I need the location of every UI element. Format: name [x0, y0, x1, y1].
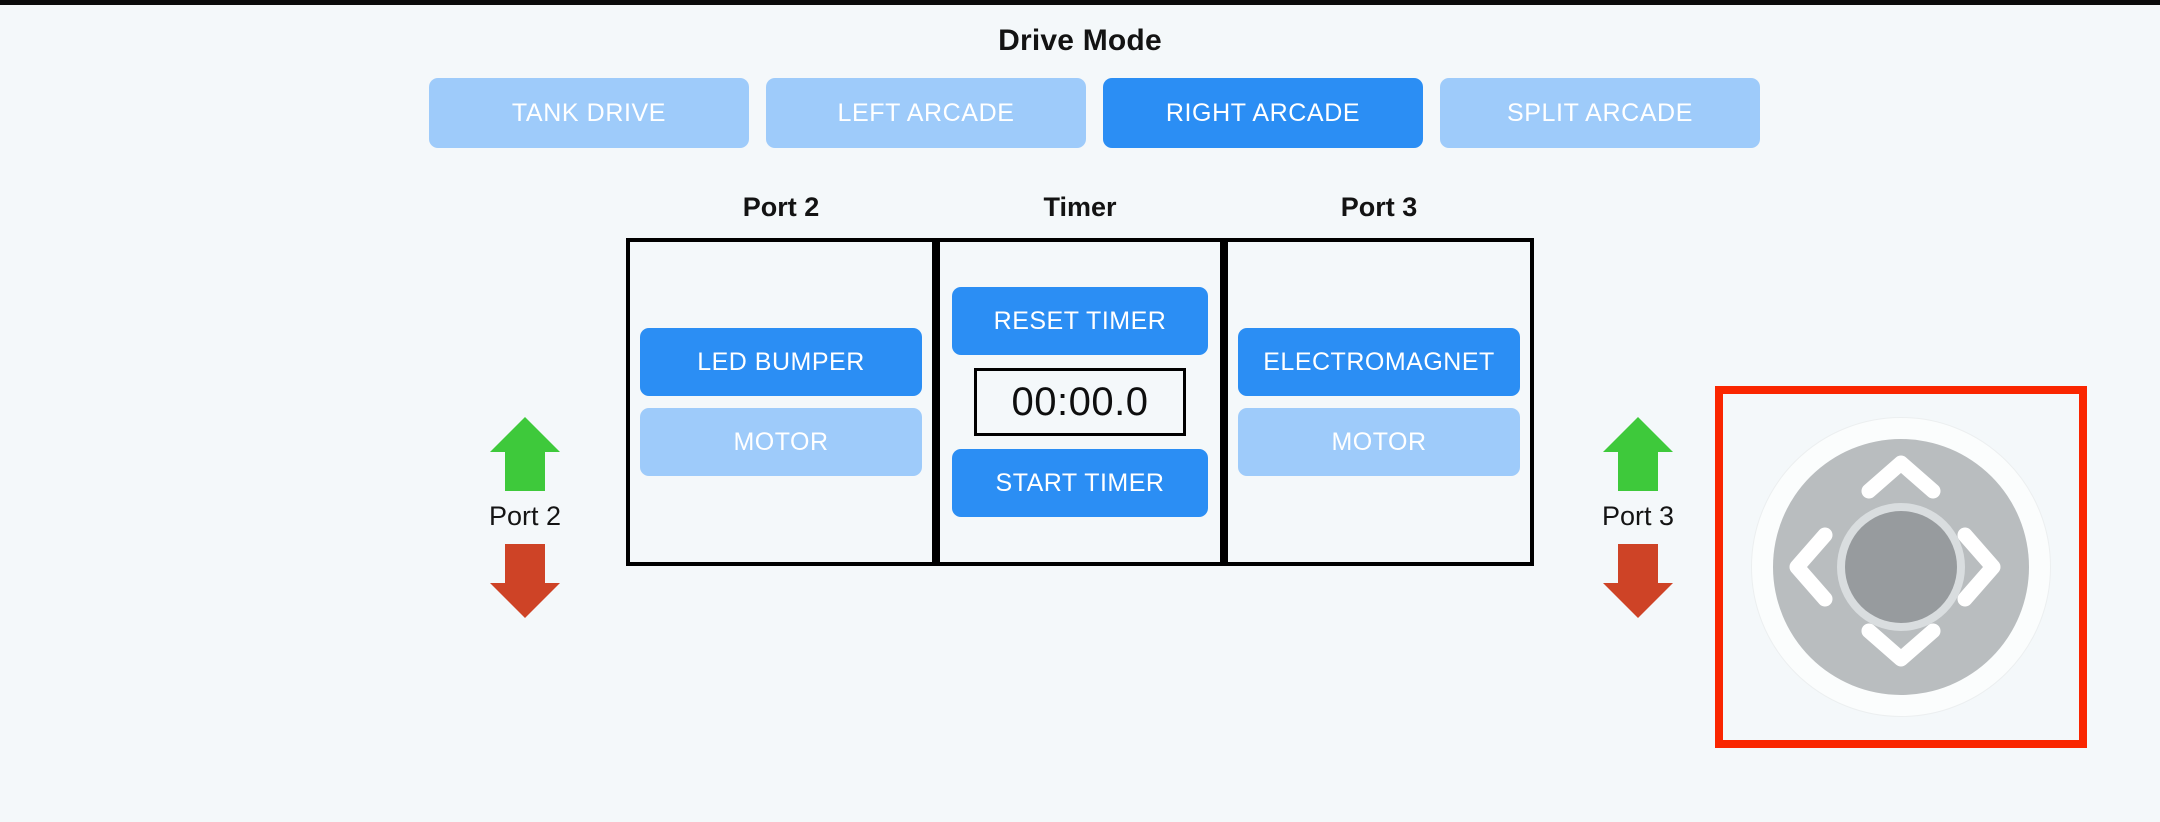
panel-port2: LED BUMPER MOTOR	[626, 238, 936, 566]
dpad-control	[1751, 417, 2051, 717]
port3-motor-button[interactable]: MOTOR	[1238, 408, 1520, 476]
port3-arrow-control: Port 3	[1553, 415, 1723, 620]
port2-arrow-label: Port 2	[488, 501, 562, 531]
port2-led-bumper-button[interactable]: LED BUMPER	[640, 328, 922, 396]
drive-mode-button-group: TANK DRIVE LEFT ARCADE RIGHT ARCADE SPLI…	[429, 78, 1760, 148]
panel-port3: ELECTROMAGNET MOTOR	[1224, 238, 1534, 566]
port3-button-stack: ELECTROMAGNET MOTOR	[1238, 328, 1520, 476]
reset-timer-button[interactable]: RESET TIMER	[952, 287, 1208, 355]
panel-heading-timer: Timer	[1043, 192, 1117, 222]
mode-button-right-arcade[interactable]: RIGHT ARCADE	[1103, 78, 1423, 148]
top-edge-strip	[0, 0, 2160, 5]
control-panel-group: LED BUMPER MOTOR RESET TIMER 00:00.0 STA…	[626, 238, 1534, 566]
port3-arrow-label: Port 3	[1601, 501, 1675, 531]
chevron-right-icon[interactable]	[1957, 527, 2003, 607]
page-title: Drive Mode	[998, 24, 1162, 57]
arrow-down-icon[interactable]	[488, 542, 562, 620]
arrow-down-icon[interactable]	[1601, 542, 1675, 620]
panel-heading-port2: Port 2	[742, 192, 820, 222]
dpad-highlight-frame	[1715, 386, 2087, 748]
panel-timer: RESET TIMER 00:00.0 START TIMER	[936, 238, 1224, 566]
port2-arrow-control: Port 2	[440, 415, 610, 620]
timer-display: 00:00.0	[974, 368, 1186, 436]
arrow-up-icon[interactable]	[488, 415, 562, 493]
chevron-down-icon[interactable]	[1861, 623, 1941, 669]
chevron-left-icon[interactable]	[1787, 527, 1833, 607]
start-timer-button[interactable]: START TIMER	[952, 449, 1208, 517]
dpad-center-button[interactable]	[1845, 511, 1957, 623]
mode-button-left-arcade[interactable]: LEFT ARCADE	[766, 78, 1086, 148]
port2-button-stack: LED BUMPER MOTOR	[640, 328, 922, 476]
panel-heading-port3: Port 3	[1340, 192, 1418, 222]
port3-electromagnet-button[interactable]: ELECTROMAGNET	[1238, 328, 1520, 396]
arrow-up-icon[interactable]	[1601, 415, 1675, 493]
port2-motor-button[interactable]: MOTOR	[640, 408, 922, 476]
mode-button-split-arcade[interactable]: SPLIT ARCADE	[1440, 78, 1760, 148]
mode-button-tank-drive[interactable]: TANK DRIVE	[429, 78, 749, 148]
chevron-up-icon[interactable]	[1861, 453, 1941, 499]
